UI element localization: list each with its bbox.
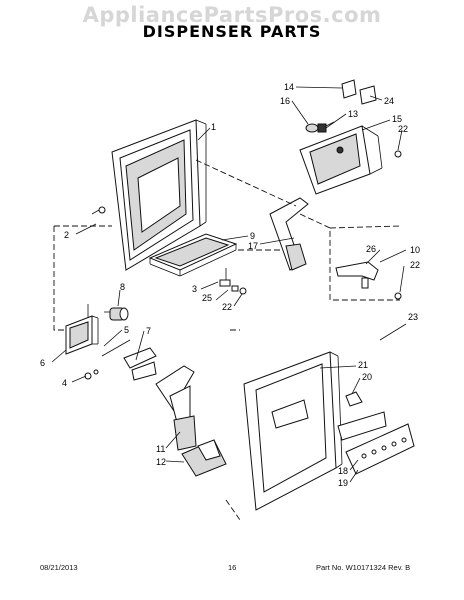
- bracket-clip: [219, 268, 247, 295]
- control-board: [337, 391, 415, 475]
- watermark: AppliancePartsPros.com: [82, 3, 382, 27]
- callout-21: 21: [358, 360, 368, 370]
- callout-2: 2: [64, 230, 69, 240]
- callout-leader-lines: [51, 86, 407, 483]
- callout-6: 6: [40, 358, 45, 368]
- switch-housing: [299, 125, 402, 195]
- callout-4: 4: [62, 378, 67, 388]
- callout-22-right: 22: [410, 260, 420, 270]
- dispenser-module: [65, 304, 99, 355]
- callout-3: 3: [192, 284, 197, 294]
- callout-24: 24: [384, 96, 394, 106]
- page-title: DISPENSER PARTS: [142, 22, 322, 41]
- dispenser-housing: [111, 119, 207, 271]
- screw: [91, 206, 106, 215]
- light-assembly: [305, 79, 377, 133]
- footer-part-number: Part No. W10171324 Rev. B: [316, 563, 411, 572]
- callout-26: 26: [366, 244, 376, 254]
- callout-9: 9: [250, 231, 255, 241]
- actuator-arm: [335, 261, 402, 300]
- callout-14: 14: [284, 82, 294, 92]
- callout-11: 11: [156, 444, 165, 454]
- callout-23: 23: [408, 312, 418, 322]
- callout-16: 16: [280, 96, 290, 106]
- footer-page-number: 16: [228, 563, 237, 572]
- dispenser-lever: [269, 197, 309, 271]
- callout-7: 7: [146, 326, 151, 336]
- front-panel: [243, 351, 343, 511]
- callout-8: 8: [120, 282, 125, 292]
- callout-25: 25: [202, 293, 212, 303]
- callout-22-top: 22: [398, 124, 408, 134]
- callout-17: 17: [248, 241, 258, 251]
- ice-paddle-assembly: [155, 365, 227, 477]
- callout-5: 5: [124, 325, 129, 335]
- drip-tray: [148, 233, 238, 277]
- callout-19: 19: [338, 478, 348, 488]
- callout-18: 18: [338, 466, 348, 476]
- solenoid: [104, 307, 129, 321]
- callout-20: 20: [362, 372, 372, 382]
- callout-labels: 1 2 3 4 5 6 7 8 9 10 11 12 13 14 15 16 1…: [40, 82, 420, 488]
- footer-date: 08/21/2013: [40, 563, 78, 572]
- assembly-guide-lines: [53, 159, 401, 521]
- callout-12: 12: [156, 457, 166, 467]
- rod-and-bracket: [84, 339, 157, 381]
- callout-15: 15: [392, 114, 402, 124]
- callout-22-center: 22: [222, 302, 232, 312]
- callout-13: 13: [348, 109, 358, 119]
- callout-10: 10: [410, 245, 420, 255]
- callout-1: 1: [211, 122, 216, 132]
